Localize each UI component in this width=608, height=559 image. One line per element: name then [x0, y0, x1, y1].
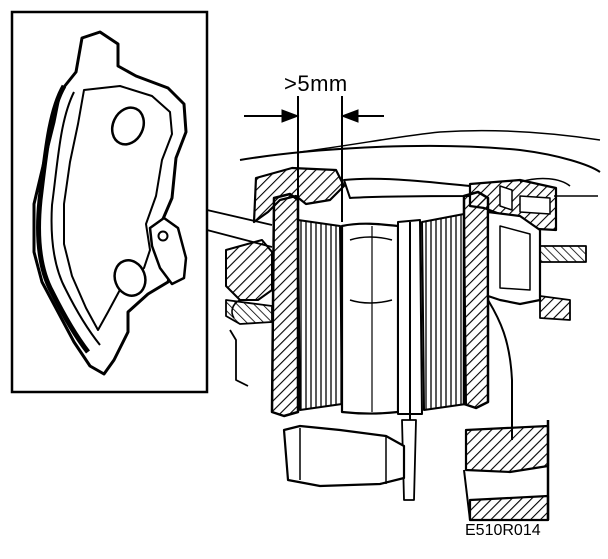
- dimension-label: >5mm: [284, 71, 348, 96]
- dimension-marker: [244, 96, 384, 222]
- figure-code: E510R014: [465, 522, 541, 539]
- brake-pad-illustration: [32, 30, 188, 376]
- caliper-section: [225, 129, 601, 522]
